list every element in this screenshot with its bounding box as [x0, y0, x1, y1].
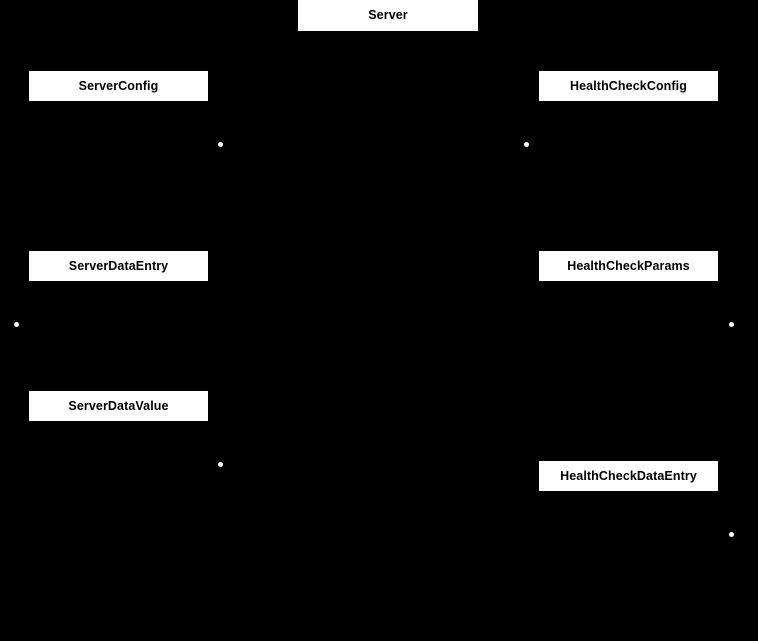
connection-dot-icon	[218, 142, 223, 147]
connection-dot-icon	[729, 532, 734, 537]
node-health-check-params[interactable]: HealthCheckParams	[539, 251, 718, 281]
node-server-config[interactable]: ServerConfig	[29, 71, 208, 101]
node-server-config-label: ServerConfig	[78, 78, 159, 93]
node-server-data-entry[interactable]: ServerDataEntry	[29, 251, 208, 281]
node-health-check-data-entry[interactable]: HealthCheckDataEntry	[539, 461, 718, 491]
connection-dot-icon	[729, 322, 734, 327]
node-server-label: Server	[368, 8, 408, 23]
node-server-data-value[interactable]: ServerDataValue	[29, 391, 208, 421]
node-health-check-config[interactable]: HealthCheckConfig	[539, 71, 718, 101]
connection-dot-icon	[218, 462, 223, 467]
node-health-check-data-entry-label: HealthCheckDataEntry	[560, 468, 697, 483]
node-server-data-value-label: ServerDataValue	[68, 398, 169, 413]
connection-dot-icon	[524, 142, 529, 147]
node-server[interactable]: Server	[298, 0, 478, 31]
node-server-data-entry-label: ServerDataEntry	[68, 258, 169, 273]
node-health-check-params-label: HealthCheckParams	[567, 258, 690, 273]
node-health-check-config-label: HealthCheckConfig	[570, 78, 687, 93]
connection-dot-icon	[14, 322, 19, 327]
